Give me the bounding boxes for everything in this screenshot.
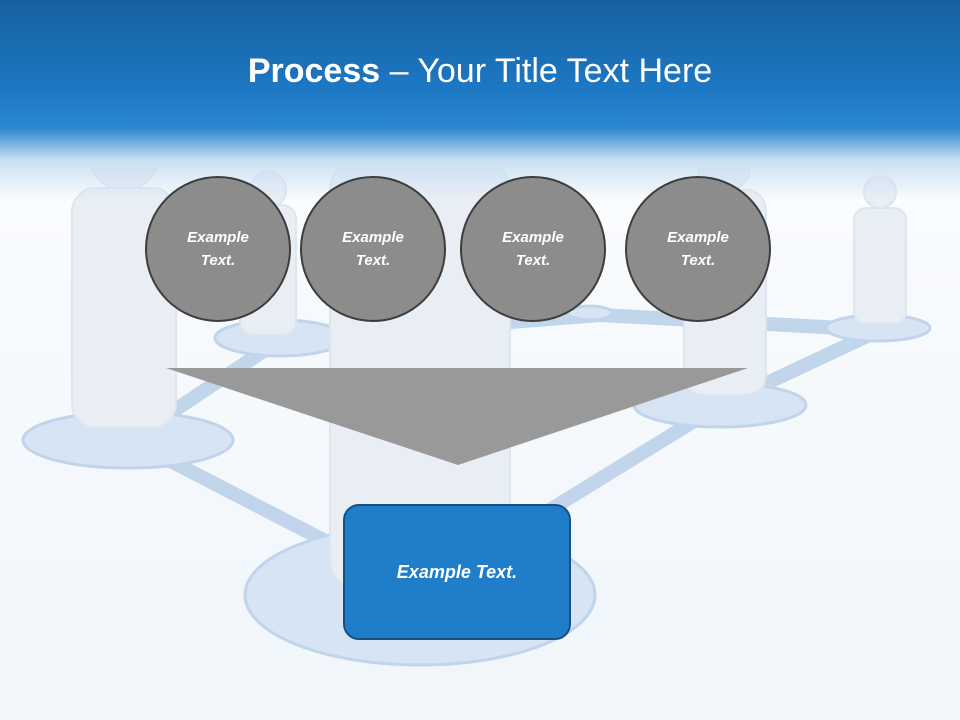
title-bold-part: Process xyxy=(247,52,381,90)
result-box[interactable]: Example Text. xyxy=(343,504,571,640)
slide-title[interactable]: Process – Your Title Text Here xyxy=(0,52,960,91)
result-label: Example Text. xyxy=(396,561,518,582)
step-4-label: Example Text. xyxy=(667,229,729,269)
step-circle-2[interactable]: Example Text. xyxy=(300,176,446,322)
title-band xyxy=(0,0,960,200)
step-circle-1[interactable]: Example Text. xyxy=(145,176,291,322)
step-3-label: Example Text. xyxy=(502,229,564,269)
step-circle-3[interactable]: Example Text. xyxy=(460,176,606,322)
step-2-label: Example Text. xyxy=(342,229,404,269)
step-1-label: Example Text. xyxy=(187,229,249,269)
title-rest-part: – Your Title Text Here xyxy=(380,52,713,90)
step-circle-4[interactable]: Example Text. xyxy=(625,176,771,322)
